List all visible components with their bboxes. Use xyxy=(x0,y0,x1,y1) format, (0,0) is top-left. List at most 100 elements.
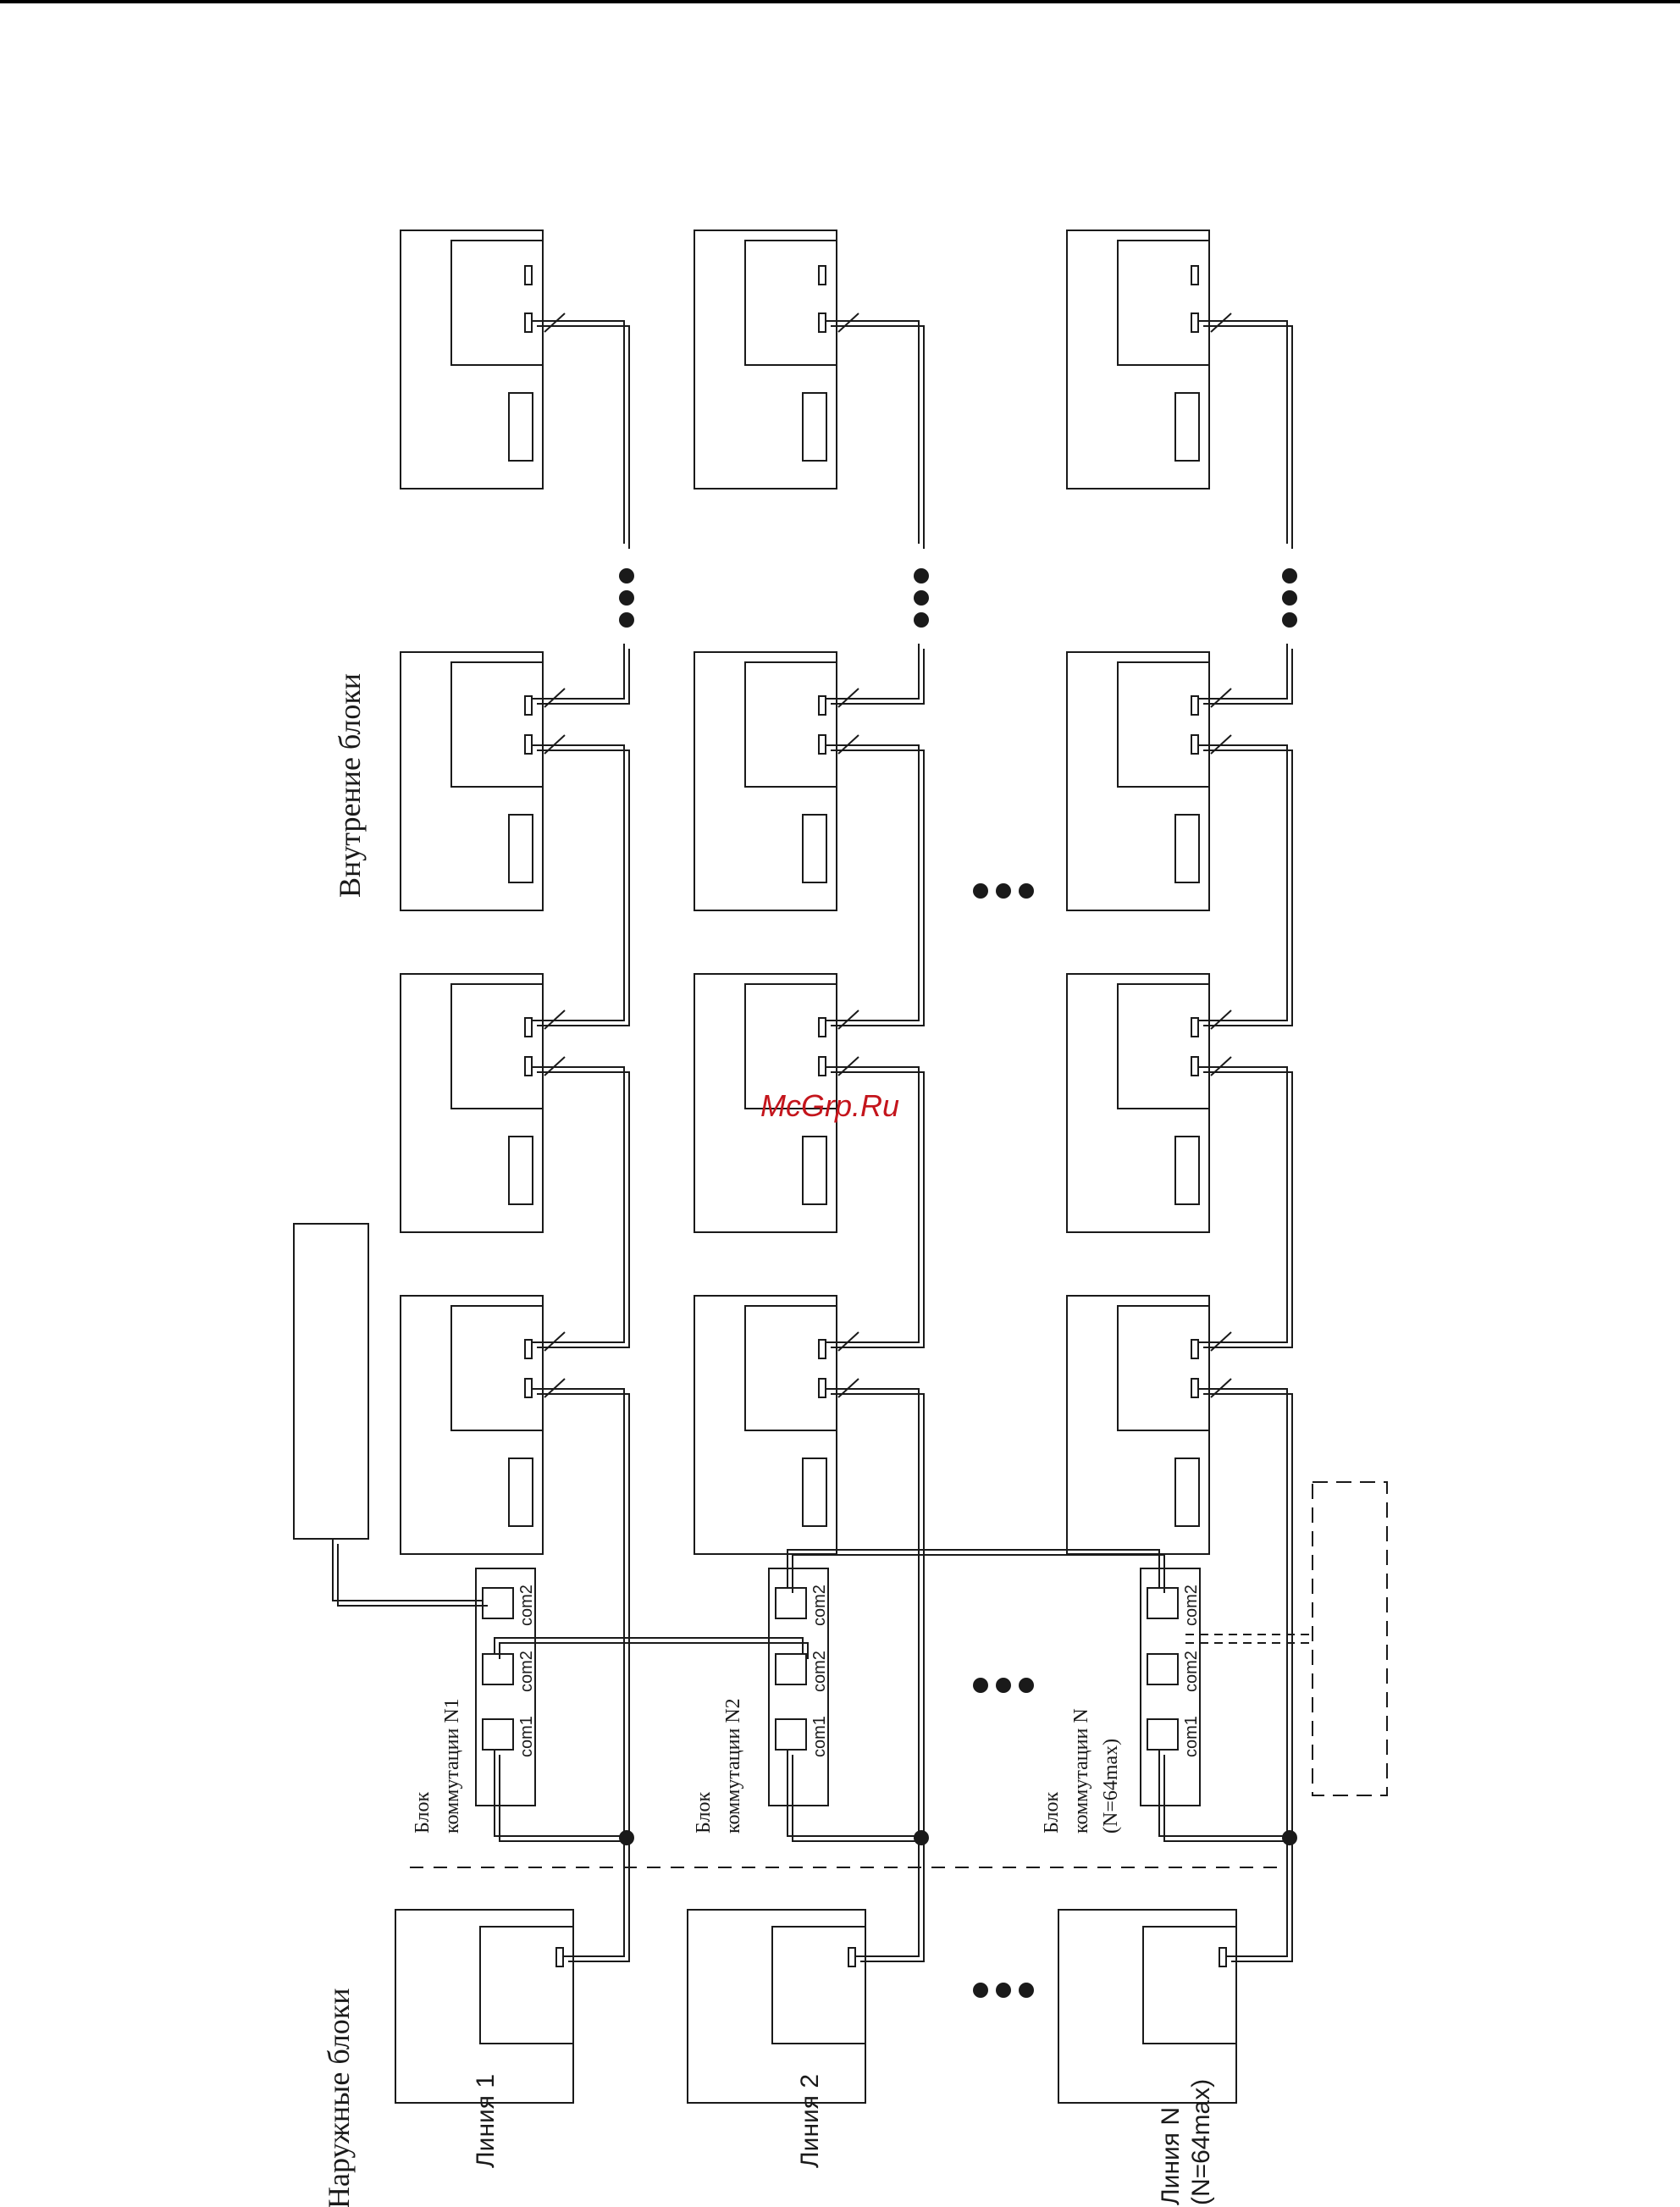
line-n-cable-row2-3-pair xyxy=(1203,750,1292,1026)
switch-1-port-2-label: com2 xyxy=(517,1651,536,1692)
indoor-unit-line-2-4 xyxy=(694,1296,837,1554)
switch-2-port-3 xyxy=(776,1719,806,1750)
watermark: McGrp.Ru xyxy=(760,1088,899,1123)
outdoor-units-label: Наружные блоки xyxy=(322,1989,356,2207)
line-n-ellipsis-1 xyxy=(1282,568,1297,584)
switch-n-port-2-label: com2 xyxy=(1182,1651,1201,1692)
outdoor-ellipsis-1 xyxy=(973,1983,988,1998)
outdoor-2 xyxy=(688,1910,865,2103)
switch-1-port-1-label: com2 xyxy=(517,1585,536,1626)
switch-2-com1-cable xyxy=(788,1750,919,1836)
indoor-unit-line-n-3-panel xyxy=(1118,984,1209,1109)
outdoor-1 xyxy=(395,1910,573,2103)
switch-1-com1-cable xyxy=(495,1750,624,1836)
indoor-unit-line-1-4-panel xyxy=(451,1306,543,1430)
switch-n-label-c: (N=64max) xyxy=(1100,1739,1122,1834)
line-1-cable-row2-in-pair xyxy=(537,649,629,704)
line-n-cable-row3-4-pair xyxy=(1203,1072,1292,1347)
line-1-label: Линия 1 xyxy=(472,2074,500,2168)
switch-n-port-1-label: com2 xyxy=(1182,1585,1201,1626)
indoor-unit-line-n-4-display xyxy=(1175,1458,1199,1526)
line-2-cable-row4-down-pair xyxy=(831,1394,924,1841)
central-controller xyxy=(294,1224,368,1539)
indoor-unit-line-1-2-port-b xyxy=(525,735,532,754)
optional-external-box xyxy=(1312,1482,1387,1795)
line-n-cable-top-pair xyxy=(1203,326,1292,549)
switch-2-port-3-label: com1 xyxy=(810,1716,829,1757)
line-n-label: Линия N xyxy=(1157,2107,1185,2205)
switch-n-label-b: коммутации N xyxy=(1070,1708,1092,1834)
indoor-unit-line-1-3-port-a xyxy=(525,1018,532,1037)
indoor-units-label: Внутрение блоки xyxy=(333,673,367,898)
indoor-unit-line-2-4-port-b xyxy=(819,1379,826,1397)
indoor-unit-line-2-3-port-a xyxy=(819,1018,826,1037)
line-1-cable-row2-3 xyxy=(532,745,624,1021)
line-1-cable-row4-down-pair xyxy=(537,1394,629,1841)
switch-2-label-a: Блок xyxy=(693,1792,715,1834)
line-1-cable-row4-down xyxy=(532,1389,624,1836)
line-1-ellipsis-3 xyxy=(619,612,634,628)
outdoor-1-port xyxy=(556,1948,563,1966)
line-n-ellipsis-3 xyxy=(1282,612,1297,628)
switch-n-port-3-label: com1 xyxy=(1182,1716,1201,1757)
switch-2-label-b: коммутации N2 xyxy=(722,1698,744,1834)
line-2-label: Линия 2 xyxy=(796,2074,824,2168)
line-1-cable-row3-4 xyxy=(532,1067,624,1342)
switch-2-port-2 xyxy=(776,1654,806,1684)
indoor-unit-line-1-4-port-b xyxy=(525,1379,532,1397)
label-layer: Внутрение блоки Наружные блоки Линия 1 Л… xyxy=(322,673,1215,2207)
indoor-unit-line-2-4-panel xyxy=(745,1306,837,1430)
indoor-unit-line-n-4 xyxy=(1067,1296,1209,1554)
indoor-unit-line-1-1-display xyxy=(509,393,533,461)
outdoor-2-port xyxy=(848,1948,855,1966)
line-n-slash-0 xyxy=(1211,313,1231,332)
indoor-unit-line-2-2-port-b xyxy=(819,735,826,754)
indoor-unit-line-2-1-display xyxy=(803,393,826,461)
indoor-unit-line-n-1-panel xyxy=(1118,241,1209,365)
outdoor-n xyxy=(1058,1910,1236,2103)
switch-ellipsis-2 xyxy=(996,1678,1011,1693)
indoor-unit-line-1-4-port-a xyxy=(525,1340,532,1358)
line-n-max-label: (N=64max) xyxy=(1187,2079,1215,2205)
indoor-unit-line-1-1-port-a xyxy=(525,266,532,285)
switch-n-label-a: Блок xyxy=(1041,1792,1063,1834)
line-1-cable-row2-in xyxy=(532,644,624,699)
outdoor-1-panel xyxy=(480,1927,573,2044)
line-n-cable-row2-3 xyxy=(1198,745,1287,1021)
indoor-unit-line-1-2-panel xyxy=(451,662,543,787)
indoor-unit-line-2-2 xyxy=(694,652,837,910)
switch-ellipsis-1 xyxy=(973,1678,988,1693)
switch-1-port-1 xyxy=(483,1588,513,1618)
switch-n-port-1 xyxy=(1147,1588,1178,1618)
line-2-cable-row2-3-pair xyxy=(831,750,924,1026)
line-2-cable-top-pair xyxy=(831,326,924,549)
indoor-unit-line-n-3-port-a xyxy=(1191,1018,1198,1037)
line-n-cable-top xyxy=(1198,321,1287,544)
outdoor-2-panel xyxy=(772,1927,865,2044)
indoor-unit-line-n-1 xyxy=(1067,230,1209,489)
indoor-unit-line-n-3-display xyxy=(1175,1137,1199,1204)
line-2-cable-row2-3 xyxy=(826,745,919,1021)
indoor-unit-line-1-2 xyxy=(401,652,543,910)
line-1-cable-row3-4-pair xyxy=(537,1072,629,1347)
switch-1-label-a: Блок xyxy=(412,1792,434,1834)
outdoor-ellipsis-2 xyxy=(996,1983,1011,1998)
switch-n-com1-cable-pair xyxy=(1164,1755,1292,1841)
line-n-cable-row2-in xyxy=(1198,644,1287,699)
outdoor-1-cable-pair xyxy=(568,1845,629,1961)
line-1-ellipsis-2 xyxy=(619,590,634,606)
indoor-unit-line-1-3 xyxy=(401,974,543,1232)
line-n-cable-row2-in-pair xyxy=(1203,649,1292,704)
indoor-unit-line-n-3-port-b xyxy=(1191,1057,1198,1076)
line-2-slash-0 xyxy=(838,313,859,332)
line-n-cable-row3-4 xyxy=(1198,1067,1287,1342)
line-n-cable-row4-down xyxy=(1198,1389,1287,1836)
switch-1-port-2 xyxy=(483,1654,513,1684)
outdoor-ellipsis-3 xyxy=(1019,1983,1034,1998)
line-2-cable-row4-down xyxy=(826,1389,919,1836)
switch-1-2-link-pair xyxy=(500,1643,808,1659)
switch-2-n-link-pair xyxy=(793,1555,1164,1593)
line-2-ellipsis-1 xyxy=(914,568,929,584)
indoor-unit-line-2-2-port-a xyxy=(819,696,826,715)
